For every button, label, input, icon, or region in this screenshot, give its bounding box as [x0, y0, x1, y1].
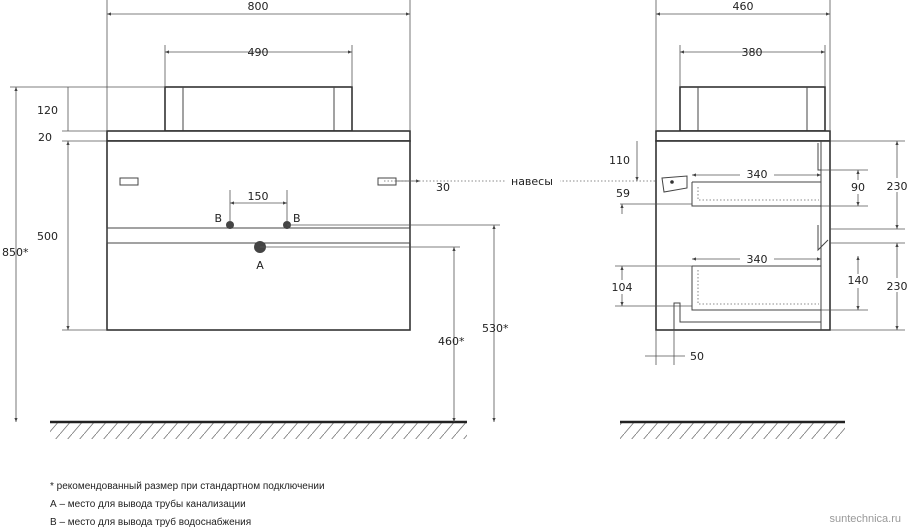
hanger-side: [661, 175, 688, 193]
dim-upper-drawer-depth: 340: [747, 168, 768, 181]
dim-sink-depth: 380: [742, 46, 763, 59]
dim-hanger-from-top: 110: [609, 154, 630, 167]
dim-hanger-size: 59: [616, 187, 630, 200]
countertop-side: [655, 130, 831, 142]
dim-plinth-offset: 50: [690, 350, 704, 363]
dim-drain-height: 460*: [438, 335, 465, 348]
dim-front-upper: 230: [887, 180, 908, 193]
pipe-b-left: [226, 221, 234, 229]
note-a: А – место для вывода трубы канализации: [50, 499, 246, 510]
hanger-left: [119, 177, 139, 186]
dim-lower-drawer-height: 140: [848, 274, 869, 287]
hanger-label: навесы: [511, 175, 553, 188]
dim-front-lower: 230: [887, 280, 908, 293]
front-view: 800 490 120 20 850* 500 150 B B A 30 460…: [2, 0, 509, 439]
dim-sink-width: 490: [248, 46, 269, 59]
countertop-front: [106, 130, 411, 142]
plinth: [673, 302, 821, 330]
hanger-right: [377, 177, 397, 186]
dim-total-height: 850*: [2, 246, 29, 259]
sink-side: [679, 86, 826, 132]
dim-upper-drawer-height: 90: [851, 181, 865, 194]
upper-drawer: [691, 181, 821, 207]
watermark: suntechnica.ru: [829, 513, 901, 525]
label-a: A: [256, 259, 264, 272]
note-asterisk: * рекомендованный размер при стандартном…: [50, 481, 325, 492]
dim-width: 800: [248, 0, 269, 13]
dim-supply-height: 530*: [482, 322, 509, 335]
cabinet-front: [106, 140, 411, 331]
dim-lower-drawer-depth: 340: [747, 253, 768, 266]
sink-front: [164, 86, 353, 132]
dim-top: 20: [38, 131, 52, 144]
floor-hatch: [50, 423, 467, 439]
label-b-right: B: [293, 212, 301, 225]
lower-drawer: [691, 265, 821, 311]
dim-sink-height: 120: [37, 104, 58, 117]
note-b: В – место для вывода труб водоснабжения: [50, 517, 252, 528]
dim-hanger-offset: 30: [436, 181, 450, 194]
legend-notes: * рекомендованный размер при стандартном…: [50, 478, 325, 532]
dim-body-height: 500: [37, 230, 58, 243]
side-view: 460 380 110 59 340 90 230 230 340 140 10: [608, 0, 909, 439]
dim-pipe-spacing: 150: [248, 190, 269, 203]
label-b-left: B: [214, 212, 222, 225]
dim-lower-offset: 104: [612, 281, 633, 294]
dim-depth: 460: [733, 0, 754, 13]
